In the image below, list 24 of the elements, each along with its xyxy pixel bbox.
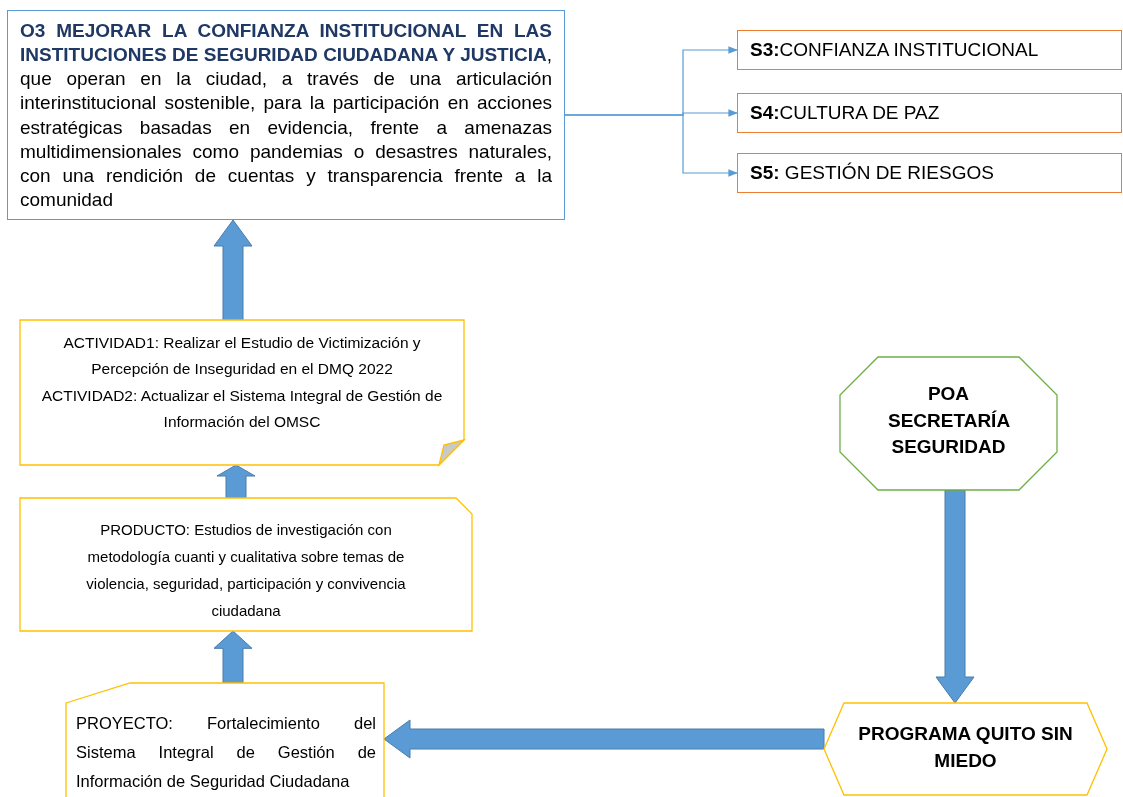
block-arrow [213, 219, 253, 321]
activity-text: ACTIVIDAD2: Actualizar el Sistema Integral de Gestión de Información del OMSC [40, 385, 444, 433]
activity-note [20, 320, 464, 465]
objective-text: O3 MEJORAR LA CONFIANZA INSTITUCIONAL EN LAS INSTITUCIONES DE SEGURIDAD CIUDADANA Y JUSTICIA, que operan en la ciudad, a través de una articulación interinstitucional sostenible, para la participación en acciones estratégicas basadas en evidencia, frente a amenazas multidimensionales como pandemias o desastres naturales, con una rendición de cuentas y transparencia frente a la comunidad [20, 19, 552, 212]
block-arrow [213, 630, 253, 684]
strategy-box [737, 30, 1122, 70]
product-text: PRODUCTO: Estudios de investigación con metodología cuanti y cualitativa sobre temas de violencia, seguridad, participación y convivencia ciudadana [85, 520, 407, 621]
strategy-text: S4:CULTURA DE PAZ [750, 102, 941, 125]
activity-text: ACTIVIDAD1: Realizar el Estudio de Victimización y Percepción de Inseguridad en el DMQ 2022 [62, 333, 422, 380]
octagon-box [840, 357, 1057, 490]
strategy-box [737, 153, 1122, 193]
program-text: PROGRAMA QUITO SIN MIEDO [857, 722, 1074, 773]
strategy-text: S5: GESTIÓN DE RIESGOS [750, 162, 995, 185]
strategy-text: S3:CONFIANZA INSTITUCIONAL [750, 39, 1040, 62]
block-arrow [383, 719, 825, 759]
hexagon-box [824, 703, 1107, 795]
strategy-box [737, 93, 1122, 133]
block-arrow [935, 489, 975, 704]
plan-text: POA SECRETARÍA SEGURIDAD [888, 382, 1009, 460]
project-text: PROYECTO: Fortalecimiento del Sistema Integral de Gestión de Información de Seguridad Ciudadana [76, 713, 376, 792]
block-arrow [216, 464, 256, 499]
arrow [564, 114, 738, 177]
project-box [66, 683, 384, 797]
product-box [20, 498, 472, 631]
